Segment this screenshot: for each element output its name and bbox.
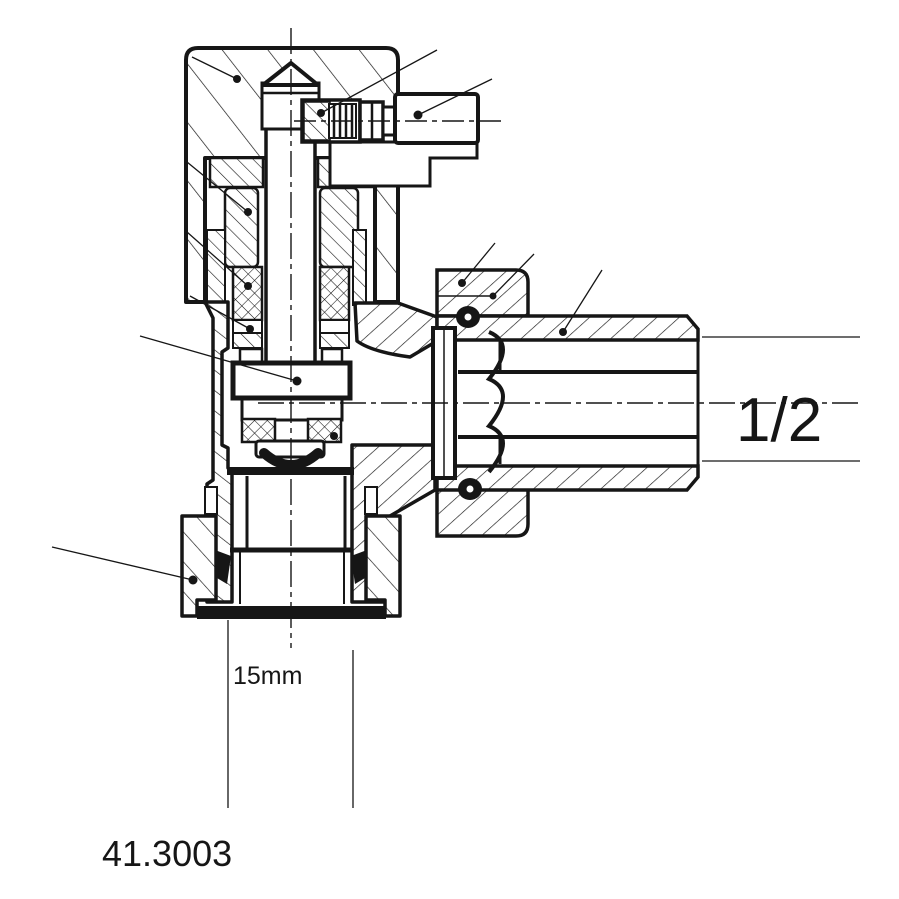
thread-size-label: 1/2 xyxy=(736,386,822,455)
bonnet-section xyxy=(206,156,377,306)
spring-washer xyxy=(485,330,505,474)
dimension-lines xyxy=(227,336,860,808)
tube-size-label: 15mm xyxy=(233,662,302,690)
centerlines xyxy=(258,28,858,648)
male-thread-tailpiece xyxy=(435,314,700,492)
olive-seal-left xyxy=(215,550,231,584)
leader-lines xyxy=(51,49,603,581)
compression-nut xyxy=(180,486,402,618)
valve-disc-assembly xyxy=(240,417,343,470)
olive-seal-right xyxy=(351,550,367,584)
gland-packing-section xyxy=(231,265,351,349)
leader-dots xyxy=(188,75,567,585)
disc-seal xyxy=(259,448,323,470)
valve-body-funnel-top-section xyxy=(353,301,439,359)
drain-screw-cap xyxy=(393,92,480,145)
drain-screw-boss xyxy=(328,140,479,188)
part-number-label: 41.3003 xyxy=(102,833,232,874)
o-ring-seals xyxy=(456,306,482,500)
